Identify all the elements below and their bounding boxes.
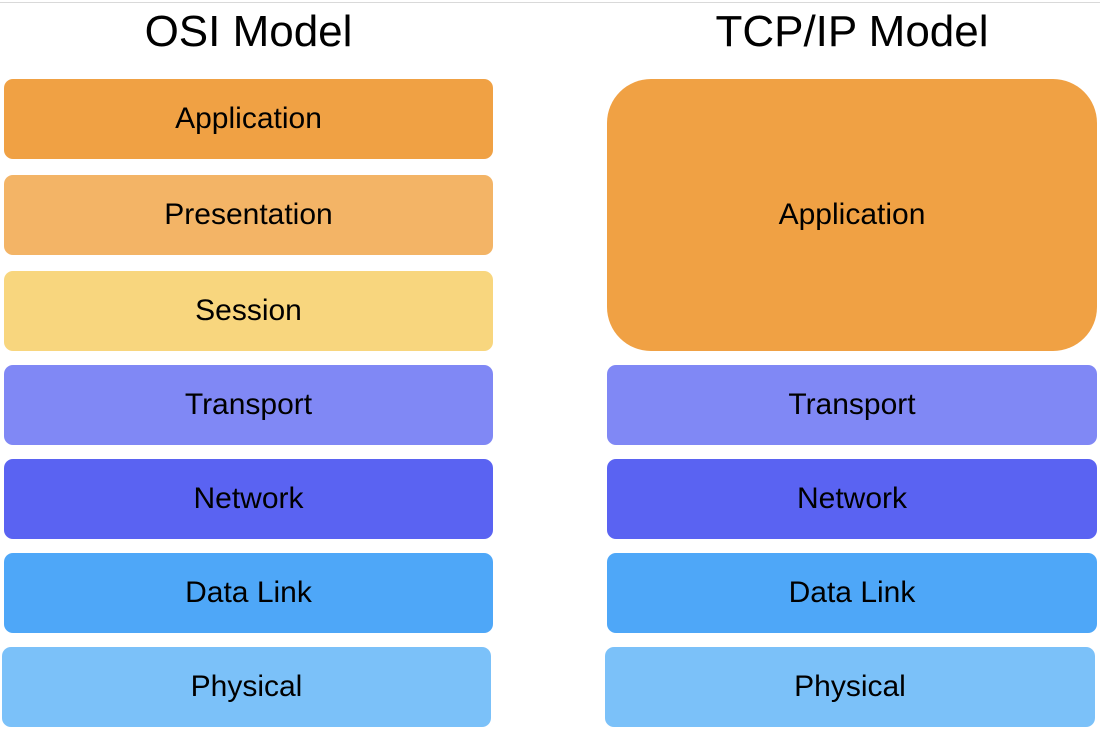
tcp-ip-layer-label: Transport	[788, 388, 916, 421]
osi-layer-label: Data Link	[185, 576, 312, 609]
osi-layer-application: Application	[4, 79, 493, 159]
osi-layer-physical: Physical	[2, 647, 491, 727]
tcp-ip-layer-data-link: Data Link	[607, 553, 1097, 633]
osi-layer-network: Network	[4, 459, 493, 539]
osi-layer-label: Physical	[190, 670, 303, 703]
osi-layer-label: Application	[175, 102, 322, 135]
osi-layer-presentation: Presentation	[4, 175, 493, 255]
osi-layer-label: Transport	[184, 388, 313, 421]
osi-layer-label: Network	[193, 482, 304, 515]
tcp-ip-layer-label: Network	[796, 482, 908, 515]
tcp-ip-layer-transport: Transport	[607, 365, 1097, 445]
osi-model-title: OSI Model	[144, 7, 353, 56]
osi-layer-data-link: Data Link	[4, 553, 493, 633]
osi-layer-session: Session	[4, 271, 493, 351]
tcp-ip-layer-network: Network	[607, 459, 1097, 539]
tcp-ip-layer-physical: Physical	[605, 647, 1095, 727]
tcp-ip-layer-label: Physical	[794, 670, 906, 703]
osi-layer-label: Session	[195, 294, 302, 327]
tcp-ip-layer-application: Application	[607, 79, 1097, 351]
osi-layer-label: Presentation	[164, 198, 333, 231]
tcp-ip-layer-label: Data Link	[788, 576, 916, 609]
tcp-ip-model-title: TCP/IP Model	[715, 7, 989, 56]
tcp-ip-layer-label: Application	[778, 198, 926, 231]
osi-layer-transport: Transport	[4, 365, 493, 445]
top-divider	[0, 2, 1100, 3]
